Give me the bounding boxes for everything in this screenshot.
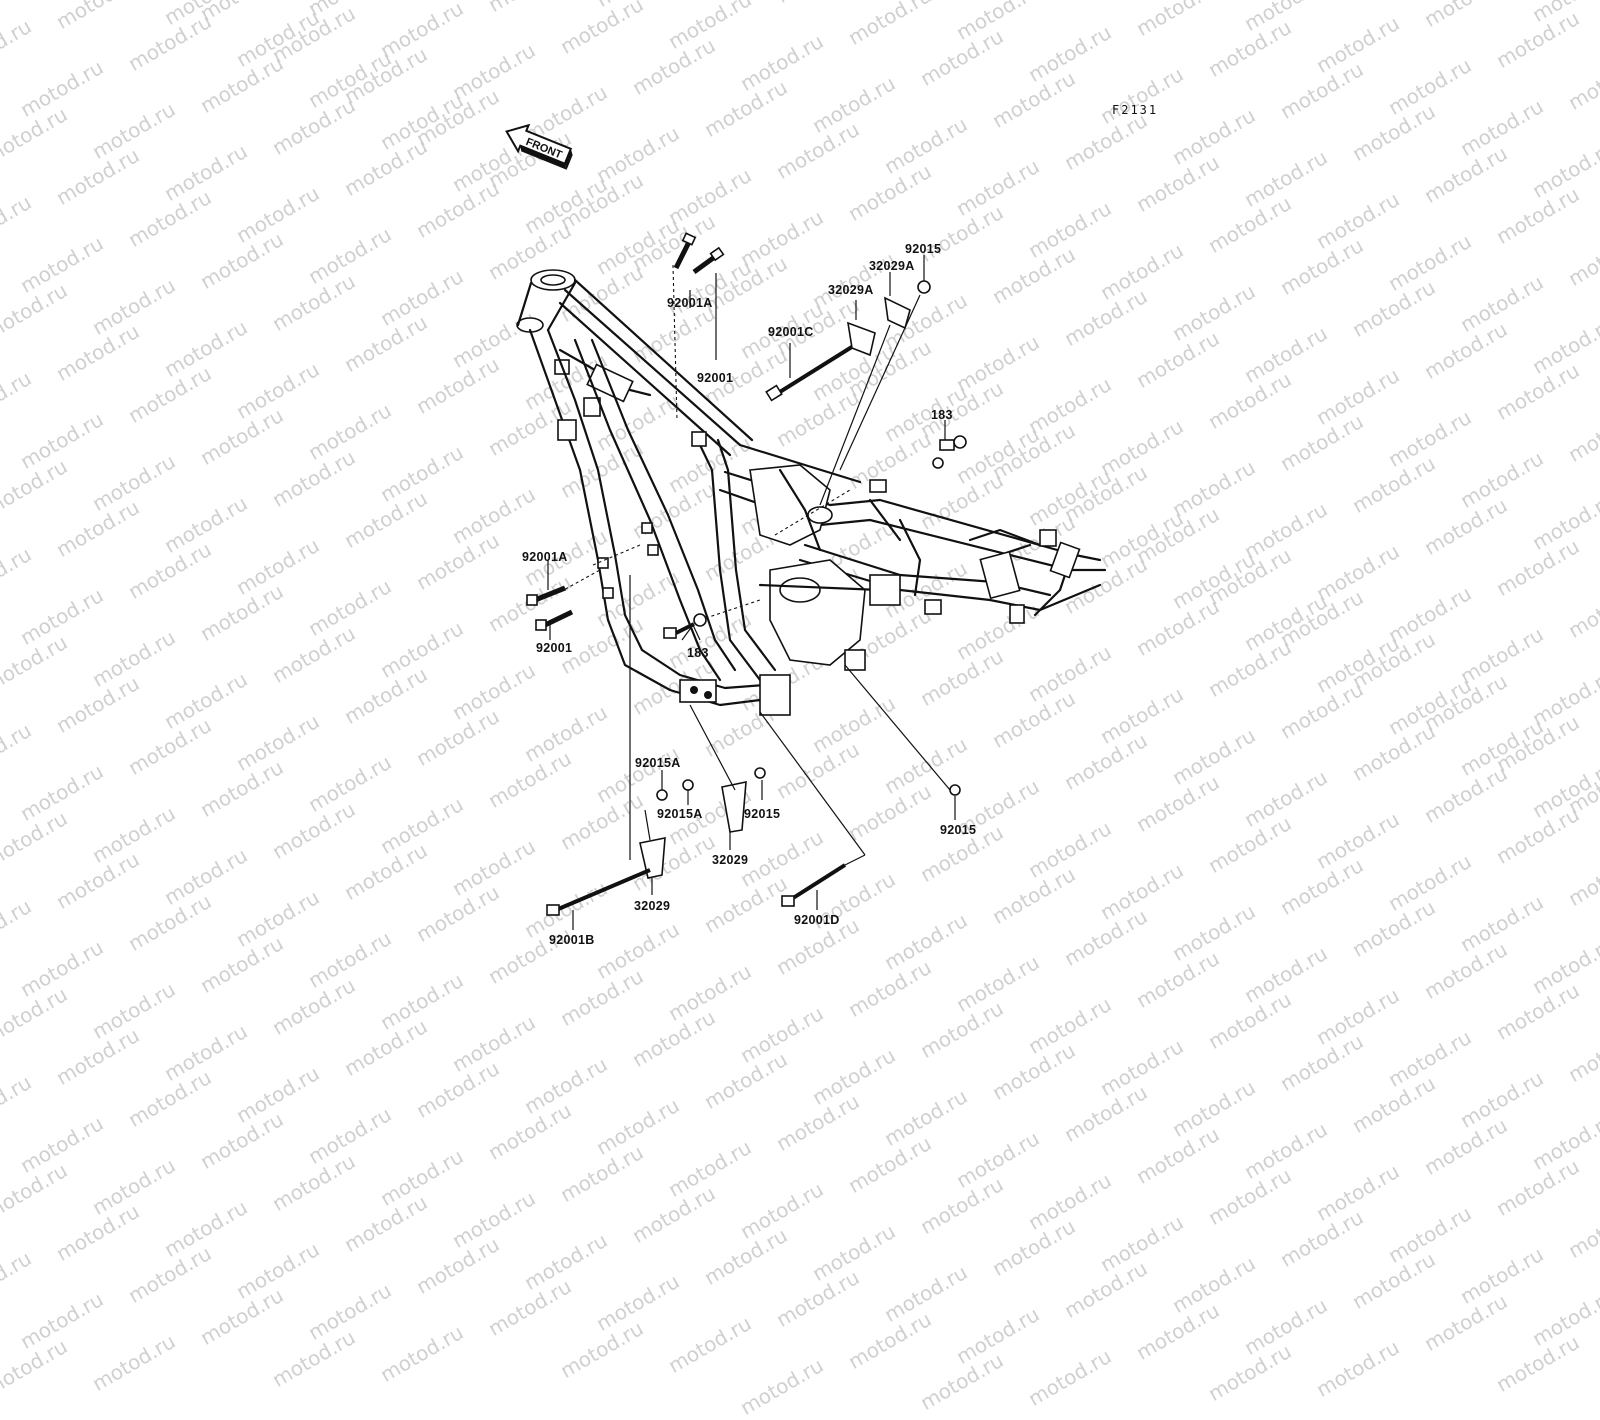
watermark-text: motod.ru: [736, 1353, 828, 1420]
watermark-text: motod.ru: [1564, 1196, 1600, 1264]
watermark-text: motod.ru: [1492, 1330, 1584, 1398]
part-label-183-right: 183: [931, 408, 953, 422]
bolt-with-washer-icon: [932, 435, 967, 469]
front-arrow-icon: FRONT: [505, 123, 573, 170]
part-label-32029-left: 32029: [634, 899, 670, 913]
mounting-bracket-icon: [639, 837, 666, 879]
part-label-32029-right: 32029: [712, 853, 748, 867]
bolt-icon: [673, 232, 697, 270]
watermark-text: motod.ru: [0, 1245, 36, 1313]
nut-icon: [949, 784, 961, 796]
watermark-text: motod.ru: [1024, 1344, 1116, 1411]
watermark-text: motod.ru: [1168, 1251, 1260, 1319]
watermark-text: motod.ru: [124, 1241, 216, 1308]
part-label-92001D: 92001D: [794, 913, 840, 927]
motorcycle-frame: [516, 269, 1107, 716]
watermark-text: motod.ru: [340, 1190, 432, 1258]
bolt-icon: [535, 609, 574, 631]
frame-exploded-diagram: F2131 FRONT: [505, 103, 1158, 947]
long-bolt-icon: [781, 863, 847, 907]
watermark-text: motod.ru: [484, 1273, 576, 1341]
engine-mount-plate-lower: [679, 679, 717, 703]
watermark-text: motod.ru: [844, 1306, 936, 1374]
watermark-text: motod.ru: [700, 1223, 792, 1290]
part-label-92001A-top: 92001A: [667, 296, 713, 310]
watermark-text: motod.ru: [916, 1348, 1008, 1416]
part-label-92001-top: 92001: [697, 371, 733, 385]
part-label-92001C: 92001C: [768, 325, 814, 339]
watermark-text: motod.ru: [0, 1333, 72, 1401]
nut-icon: [682, 779, 694, 791]
watermark-text: motod.ru: [1384, 1200, 1476, 1268]
hardware-parts: [526, 232, 967, 916]
label-leaders: [547, 255, 956, 930]
watermark-text: motod.ru: [1240, 1293, 1332, 1360]
part-label-92001B: 92001B: [549, 933, 595, 947]
bolt-with-washer-icon: [663, 613, 707, 639]
watermark-text: motod.ru: [268, 1324, 360, 1392]
part-label-92015A-lower: 92015A: [657, 807, 703, 821]
watermark-text: motod.ru: [988, 1214, 1080, 1281]
nut-icon: [656, 789, 668, 801]
watermark-text: motod.ru: [1204, 1339, 1296, 1407]
watermark-text: motod.ru: [304, 1278, 396, 1346]
frame-gusset: [557, 419, 577, 441]
watermark-text: motod.ru: [772, 1265, 864, 1332]
watermark-text: motod.ru: [520, 1227, 612, 1295]
watermark-text: motod.ru: [592, 1269, 684, 1337]
nut-icon: [917, 280, 931, 294]
watermark-text: motod.ru: [88, 1329, 180, 1396]
mounting-guide-lines: [559, 264, 851, 621]
part-label-92015-right: 92015: [940, 823, 976, 837]
long-bolt-icon: [765, 343, 857, 402]
watermark-text: motod.ru: [808, 1218, 900, 1286]
long-bolt-icon: [546, 868, 651, 916]
watermark-text: motod.ru: [1456, 1242, 1548, 1310]
mounting-bracket-icon: [846, 321, 876, 357]
part-label-92015-mid: 92015: [744, 807, 780, 821]
part-label-92015A-upper: 92015A: [635, 756, 681, 770]
watermark-text: motod.ru: [1348, 1247, 1440, 1314]
part-label-92015-top: 92015: [905, 242, 941, 256]
watermark-text: motod.ru: [1528, 1284, 1600, 1352]
watermark-text: motod.ru: [160, 1194, 252, 1262]
watermark-text: motod.ru: [880, 1260, 972, 1328]
watermark-text: motod.ru: [952, 1302, 1044, 1369]
mounting-bracket-icon: [884, 296, 911, 330]
part-label-32029A-right: 32029A: [869, 259, 915, 273]
watermark-text: motod.ru: [664, 1311, 756, 1378]
watermark-text: motod.ru: [1060, 1256, 1152, 1323]
part-label-92001-left: 92001: [536, 641, 572, 655]
part-label-32029A-left: 32029A: [828, 283, 874, 297]
nut-icon: [754, 767, 766, 779]
watermark-text: motod.ru: [1132, 1297, 1224, 1365]
watermark-text: motod.ru: [52, 1199, 144, 1267]
watermark-text: motod.ru: [1096, 1209, 1188, 1277]
part-label-183-center: 183: [687, 646, 709, 660]
watermark-text: motod.ru: [196, 1282, 288, 1350]
watermark-text: motod.ru: [1420, 1288, 1512, 1356]
watermark-text: motod.ru: [1276, 1205, 1368, 1272]
watermark-text: motod.ru: [1312, 1335, 1404, 1402]
bolt-icon: [526, 585, 566, 606]
mounting-bracket-icon: [721, 780, 747, 833]
watermark-text: motod.ru: [376, 1320, 468, 1387]
part-number-labels: 92001A 92001 92001C 32029A 32029A 92015 …: [522, 242, 976, 947]
bolt-icon: [692, 246, 725, 275]
figure-code: F2131: [1112, 103, 1158, 117]
watermark-text: motod.ru: [232, 1236, 324, 1304]
watermark-text: motod.ru: [556, 1315, 648, 1383]
part-label-92001A-left: 92001A: [522, 550, 568, 564]
watermark-text: motod.ru: [16, 1287, 108, 1355]
watermark-text: motod.ru: [412, 1232, 504, 1299]
